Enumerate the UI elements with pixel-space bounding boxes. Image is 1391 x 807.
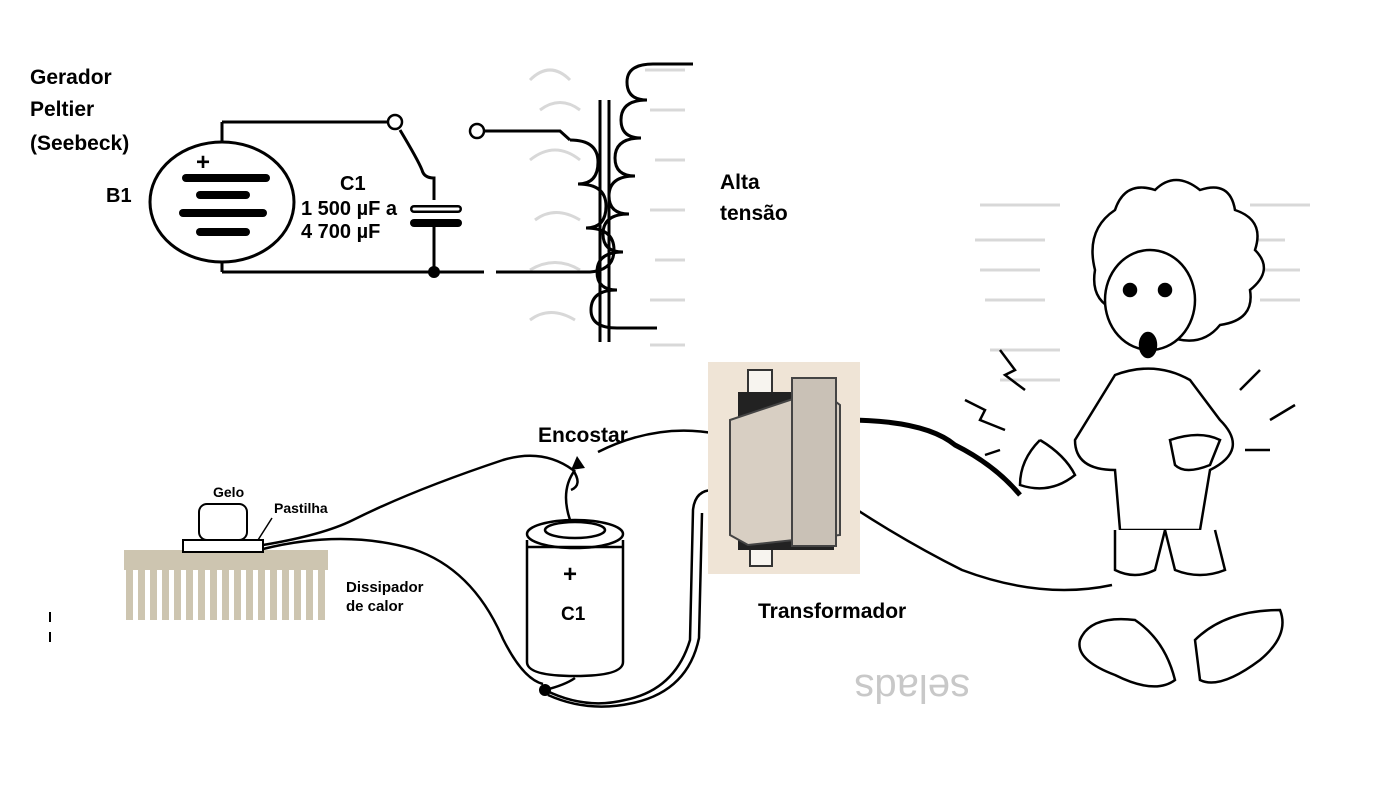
heatsink-fin — [258, 568, 265, 620]
electrolytic-capacitor — [525, 518, 625, 678]
capacitor-name: C1 — [340, 173, 366, 195]
switch-contact-left — [386, 113, 404, 131]
battery-symbol — [148, 122, 296, 272]
heatsink-fin — [198, 568, 205, 620]
heatsink-fin — [318, 568, 325, 620]
output-label-line-1: Alta — [720, 171, 760, 194]
heatsink-fin — [306, 568, 313, 620]
battery-label: B1 — [106, 185, 132, 207]
battery-plus-sign: + — [196, 149, 210, 176]
heatsink-fin — [150, 568, 157, 620]
capacitor-symbol — [410, 205, 462, 227]
switch-contact-right — [468, 122, 486, 140]
background-bottom-word: selads — [854, 666, 970, 710]
assembly-wires — [262, 429, 1113, 708]
wire-junction — [539, 684, 551, 696]
touch-label: Encostar — [538, 424, 628, 447]
capacitor-value-line-1: 1 500 µF a — [301, 198, 398, 220]
heatsink-fin — [186, 568, 193, 620]
ice-label: Gelo — [213, 484, 244, 500]
output-wire-thick — [844, 417, 1022, 497]
capacitor-plus-sign: + — [563, 561, 577, 588]
heatsink-fin — [270, 568, 277, 620]
heatsink-fin — [126, 568, 133, 620]
heatsink-fin — [174, 568, 181, 620]
schematic-title-line-2: Peltier — [30, 98, 94, 121]
heatsink-fin — [138, 568, 145, 620]
schematic-title-line-1: Gerador — [30, 66, 112, 89]
schematic-wires — [222, 120, 572, 274]
heatsink-label-line-2: de calor — [346, 598, 404, 615]
heatsink-fin — [222, 568, 229, 620]
capacitor-value-line-2: 4 700 µF — [301, 221, 380, 243]
touch-arrow — [571, 456, 585, 470]
heatsink-fin — [162, 568, 169, 620]
junction-dot — [428, 266, 440, 278]
background-scan-remnants — [528, 68, 1310, 382]
pellet-label: Pastilha — [274, 500, 328, 516]
transformer-label: Transformador — [758, 600, 906, 623]
heatsink — [124, 503, 328, 620]
capacitor-body-label: C1 — [561, 604, 586, 625]
transformer-symbol — [496, 62, 693, 342]
assembly: Gelo Pastilha Dissipador de calor Encost… — [49, 178, 1296, 708]
heatsink-fin — [234, 568, 241, 620]
transformer-photo — [708, 362, 860, 574]
heatsink-fin — [246, 568, 253, 620]
heatsink-label-line-1: Dissipador — [346, 579, 424, 596]
heatsink-fin — [282, 568, 289, 620]
shocked-boy-illustration — [1018, 178, 1284, 688]
schematic: Gerador Peltier (Seebeck) + B1 — [30, 62, 788, 342]
heatsink-fin — [294, 568, 301, 620]
output-label-line-2: tensão — [720, 202, 788, 225]
ice-cube — [198, 503, 248, 541]
shock-spark-lines — [964, 349, 1296, 457]
schematic-title-line-3: (Seebeck) — [30, 132, 129, 155]
heatsink-fin — [210, 568, 217, 620]
